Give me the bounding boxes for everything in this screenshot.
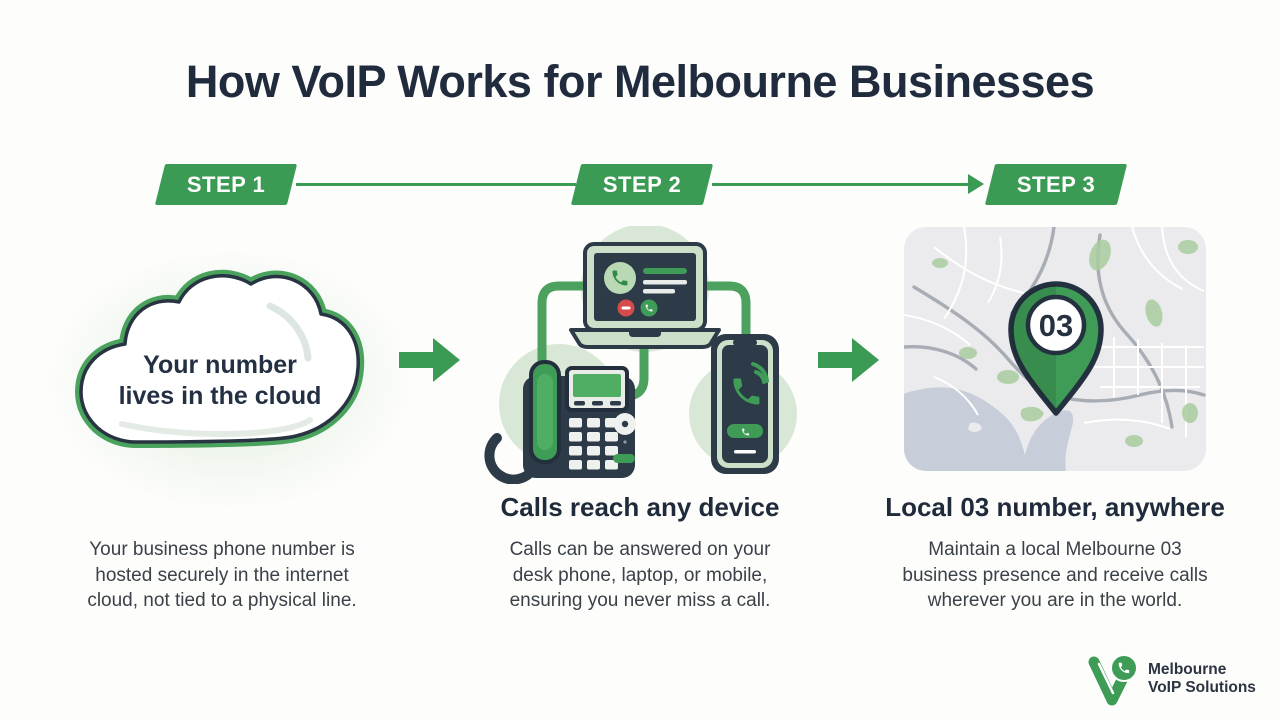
arrow-right-icon xyxy=(399,338,460,382)
mobile-phone-icon xyxy=(711,334,779,474)
laptop-icon xyxy=(569,242,721,349)
step-1-banner: STEP 1 xyxy=(154,164,298,205)
step-2-banner: STEP 2 xyxy=(570,164,714,205)
step-1-cloud-heading: Your number lives in the cloud xyxy=(118,351,322,410)
logo-v-phone-icon xyxy=(1088,654,1138,706)
step-1-description: Your business phone number is hosted sec… xyxy=(87,539,357,611)
location-pin-icon: 03 xyxy=(1008,281,1104,416)
desk-phone-icon xyxy=(484,360,636,485)
step-2-banner-label: STEP 2 xyxy=(602,171,682,197)
brand-name: Melbourne VoIP Solutions xyxy=(1148,661,1256,696)
step-2-heading: Calls reach any device xyxy=(500,492,780,522)
step-connector-line-1 xyxy=(296,183,576,186)
step-connector-line-2 xyxy=(712,183,970,186)
step-2-description: Calls can be answered on your desk phone… xyxy=(509,539,771,611)
step-3-banner: STEP 3 xyxy=(984,164,1128,205)
step-3-heading: Local 03 number, anywhere xyxy=(885,492,1225,522)
devices-illustration xyxy=(473,224,807,485)
step-3-banner-label: STEP 3 xyxy=(1016,171,1096,197)
page-title: How VoIP Works for Melbourne Businesses xyxy=(185,56,1095,107)
melbourne-map: 03 xyxy=(904,227,1206,471)
step-1-banner-label: STEP 1 xyxy=(186,171,266,197)
step-3-description: Maintain a local Melbourne 03 business p… xyxy=(902,539,1208,611)
step-connector-arrowhead-icon xyxy=(968,174,984,194)
pin-area-code: 03 xyxy=(1039,308,1073,343)
brand-logo: Melbourne VoIP Solutions xyxy=(1086,652,1256,706)
arrow-right-icon xyxy=(818,338,879,382)
cloud-icon xyxy=(62,254,378,466)
